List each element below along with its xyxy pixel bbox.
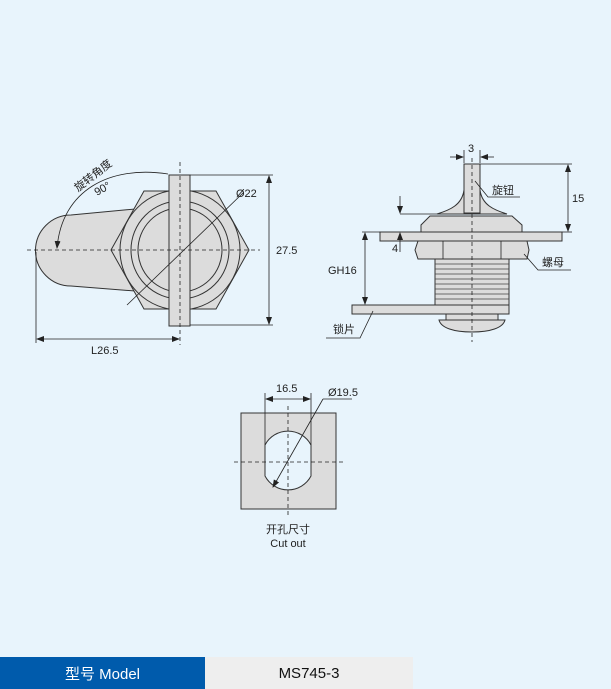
cutout-view: 16.5 Ø19.5 开孔尺寸 Cut out: [234, 383, 358, 550]
cutout-panel: [240, 412, 337, 510]
panel: [379, 231, 563, 242]
cam-label: 锁片: [333, 322, 355, 336]
nut-label: 螺母: [542, 256, 564, 269]
cam-plate: [351, 304, 510, 315]
cutout-width-dim: 16.5: [276, 383, 297, 395]
diameter-dim: Ø22: [236, 188, 257, 200]
model-label: 型号 Model: [0, 657, 205, 689]
plate-thickness-dim: 4: [392, 243, 398, 255]
knob-base: [420, 215, 523, 233]
front-view: 旋转角度 90° Ø22 27.5 L26.5: [27, 156, 297, 357]
height-dim: 27.5: [276, 245, 297, 257]
length-dim: L26.5: [91, 345, 119, 357]
side-view: 3 15 4 GH16 旋钮 螺母 锁片: [326, 143, 584, 342]
model-table: 型号 Model MS745-3: [0, 657, 413, 689]
knob-label: 旋钮: [492, 183, 514, 197]
stem-height-dim: 15: [572, 193, 584, 205]
model-value: MS745-3: [205, 657, 413, 689]
key-bar: [168, 174, 191, 327]
cutout-title-en: Cut out: [270, 538, 305, 550]
cutout-title-cn: 开孔尺寸: [266, 522, 310, 536]
cutout-diameter-dim: Ø19.5: [328, 387, 358, 399]
stem-width-dim: 3: [468, 143, 474, 155]
grip-dim: GH16: [328, 265, 357, 277]
rotation-arrow: [54, 171, 169, 249]
rotation-angle: 90°: [93, 180, 113, 199]
